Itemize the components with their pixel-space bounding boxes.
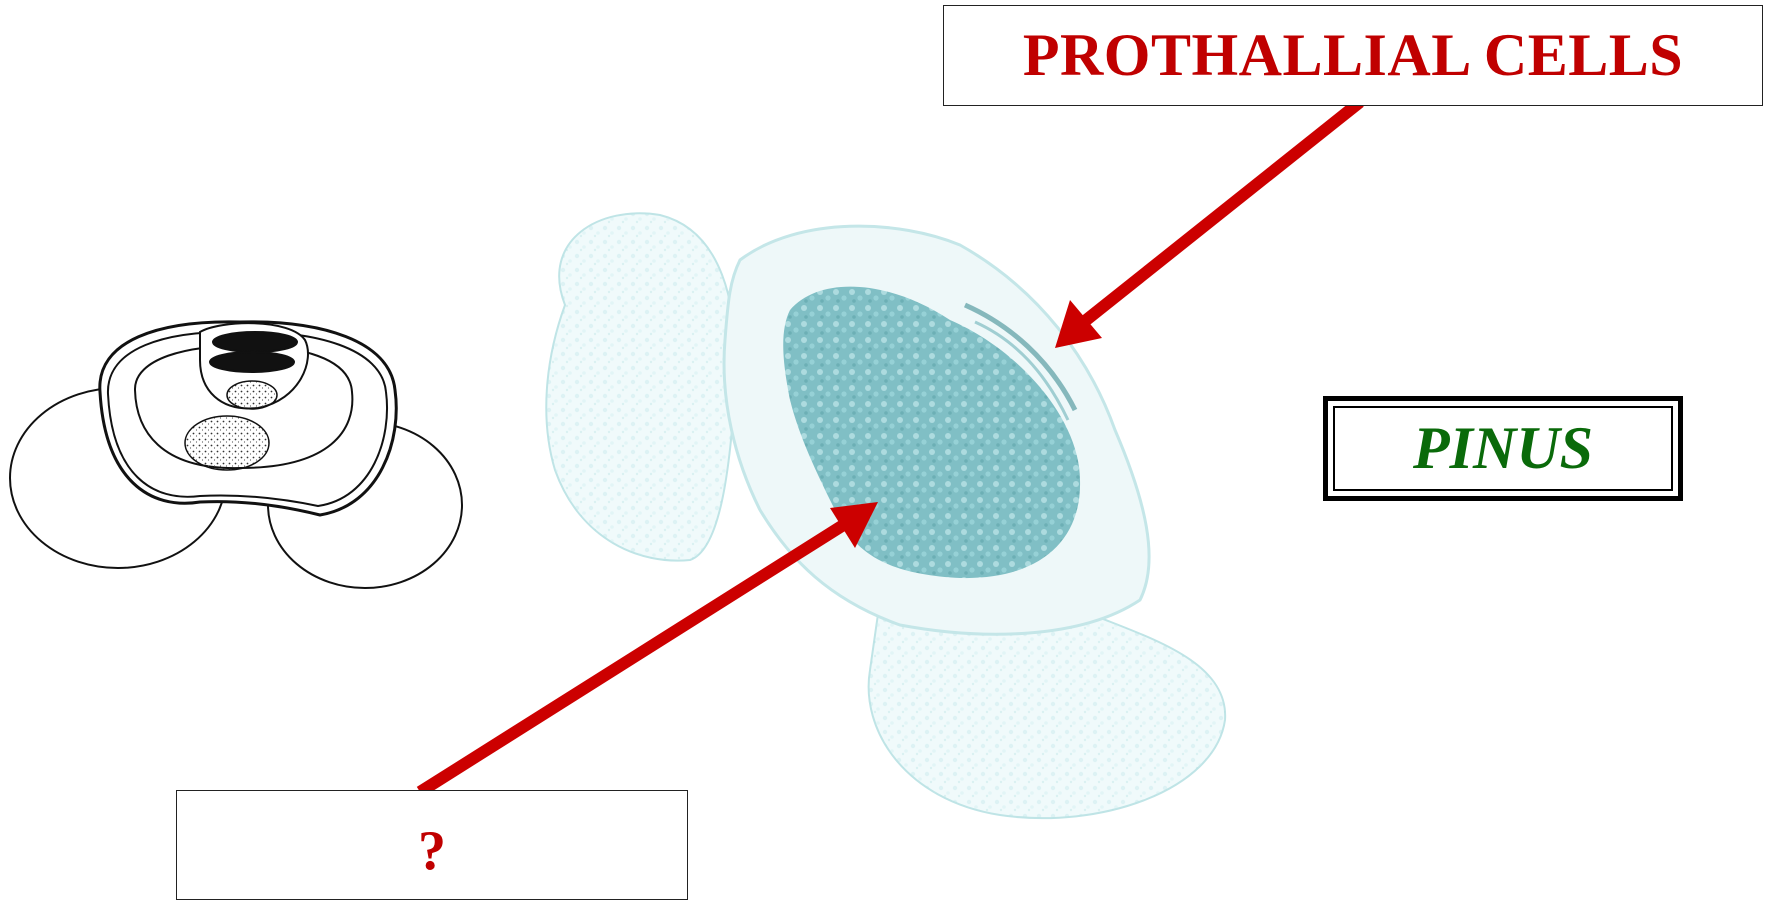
prothallial-cell-2 xyxy=(210,352,294,372)
prothallial-cell-1 xyxy=(213,332,297,352)
tube-nucleus xyxy=(185,416,269,470)
arrow-prothallial xyxy=(1055,102,1360,348)
generative-nucleus xyxy=(227,381,277,409)
genus-label-box: PINUS xyxy=(1323,396,1683,501)
unknown-label: ? xyxy=(418,819,446,883)
pollen-grain-micrograph xyxy=(546,213,1225,818)
prothallial-cells-label-box: PROTHALLIAL CELLS xyxy=(943,5,1763,106)
pollen-grain-line-drawing xyxy=(10,322,462,588)
unknown-label-box: ? xyxy=(176,790,688,900)
genus-label: PINUS xyxy=(1413,414,1593,483)
prothallial-cells-label: PROTHALLIAL CELLS xyxy=(1023,21,1683,90)
